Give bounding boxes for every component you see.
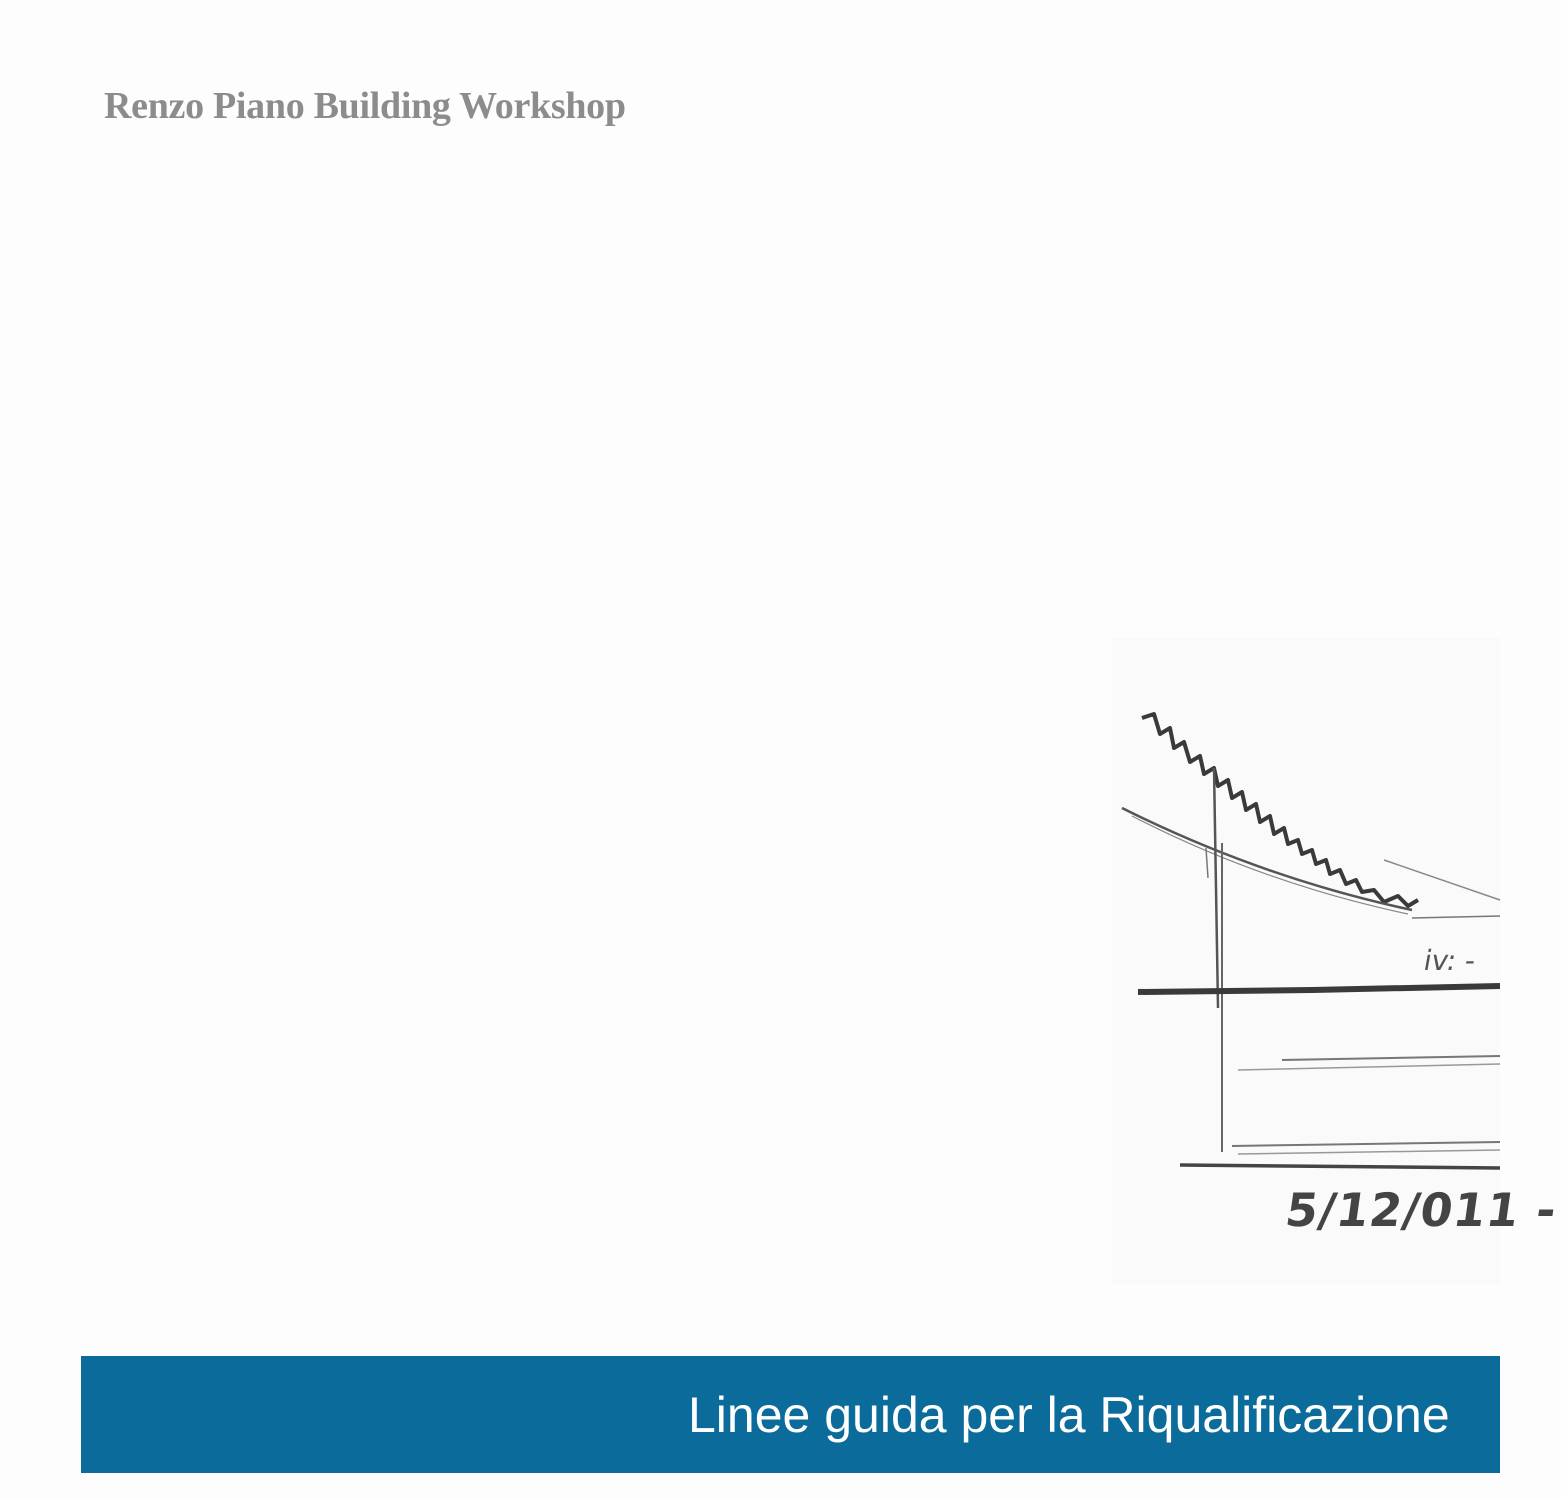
firm-name: Renzo Piano Building Workshop [104, 85, 626, 127]
sketch-base-line-2 [1237, 1149, 1501, 1155]
sketch-curve-line [1121, 806, 1413, 912]
sketch-floor-line [1137, 983, 1501, 995]
sketch-faint-line [1383, 859, 1501, 901]
sketch-zigzag-line [1141, 712, 1420, 908]
sketch-faint-line-2 [1411, 915, 1501, 919]
sketch-ground-line [1179, 1163, 1501, 1170]
sketch-date: 5/12/011 - [1282, 1183, 1561, 1237]
sketch-post [1212, 767, 1220, 1009]
sketch-drawing [1121, 712, 1501, 1170]
sketch-note: iv: - [1421, 944, 1479, 977]
document-title: Linee guida per la Riqualificazione [688, 1387, 1450, 1443]
architectural-sketch: iv: - 5/12/011 - [1112, 638, 1561, 1284]
sketch-base-line [1231, 1141, 1501, 1147]
sketch-post-3 [1205, 847, 1209, 879]
sketch-level-line-2 [1237, 1063, 1501, 1071]
sketch-level-line [1281, 1055, 1501, 1061]
document-page: Renzo Piano Building Workshop iv: - 5/ [81, 85, 1561, 1473]
title-band: Linee guida per la Riqualificazione [81, 1356, 1500, 1473]
sketch-curve-line-2 [1131, 815, 1409, 915]
